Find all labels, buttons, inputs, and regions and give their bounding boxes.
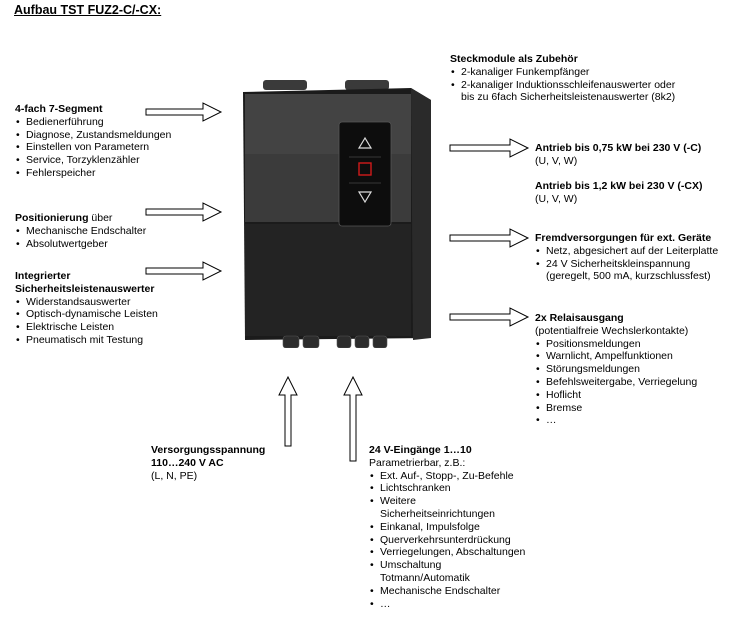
list-item-line: Umschaltung <box>380 559 442 572</box>
list-item: Absolutwertgeber <box>15 238 146 251</box>
list-item: Elektrische Leisten <box>15 321 158 334</box>
segment-display-block: 4-fach 7-Segment Bedienerführung Diagnos… <box>15 103 171 180</box>
up-arrow-icon <box>357 136 373 149</box>
sicherheitsleisten-heading-1: Integrierter <box>15 270 71 282</box>
steckmodule-continuation: bis zu 6fach Sicherheitsleistenauswerter… <box>461 91 676 104</box>
list-item: Hoflicht <box>535 389 697 402</box>
list-item: … <box>369 598 525 611</box>
versorgung-heading-2: 110…240 V AC <box>151 456 224 469</box>
versorgung-sub: (L, N, PE) <box>151 469 198 482</box>
eingaenge-heading: 24 V-Eingänge 1…10 <box>369 444 472 456</box>
positionierung-heading-rest: über <box>88 212 113 224</box>
list-item: Positionsmeldungen <box>535 338 697 351</box>
antrieb-c-heading: Antrieb bis 0,75 kW bei 230 V (-C) <box>535 142 702 154</box>
list-item: Verriegelungen, Abschaltungen <box>369 546 525 559</box>
versorgung-heading-1: Versorgungsspannung <box>151 444 266 456</box>
arrow-versorgung <box>278 375 298 447</box>
list-item: 2-kanaliger Funkempfänger <box>450 66 675 79</box>
list-item: Störungsmeldungen <box>535 363 697 376</box>
list-item: … <box>535 414 697 427</box>
list-item: Diagnose, Zustandsmeldungen <box>15 129 171 142</box>
list-item: 2-kanaliger Induktionsschleifenauswerter… <box>450 79 675 92</box>
sicherheitsleisten-block: Integrierter Sicherheitsleistenauswerter… <box>15 270 158 347</box>
antrieb-cx-sub: (U, V, W) <box>535 192 578 205</box>
fremdversorgung-continuation: (geregelt, 500 mA, kurzschlussfest) <box>546 270 711 283</box>
positionierung-heading-bold: Positionierung <box>15 212 89 224</box>
antrieb-cx-block: Antrieb bis 1,2 kW bei 230 V (-CX) (U, V… <box>535 180 702 206</box>
steckmodule-block: Steckmodule als Zubehör 2-kanaliger Funk… <box>450 53 675 104</box>
relais-block: 2x Relaisausgang (potentialfreie Wechsle… <box>535 312 697 427</box>
fremdversorgung-heading: Fremdversorgungen für ext. Geräte <box>535 232 712 244</box>
antrieb-c-block: Antrieb bis 0,75 kW bei 230 V (-C) (U, V… <box>535 142 701 168</box>
list-item-line: Totmann/Automatik <box>380 571 470 584</box>
segment-display-heading: 4-fach 7-Segment <box>15 103 103 115</box>
relais-sub: (potentialfreie Wechslerkontakte) <box>535 324 689 337</box>
arrow-fremdversorgung <box>449 228 530 248</box>
sicherheitsleisten-heading-2: Sicherheitsleistenauswerter <box>15 282 155 295</box>
list-item: Netz, abgesichert auf der Leiterplatte <box>535 245 718 258</box>
list-item: Mechanische Endschalter <box>15 225 146 238</box>
list-item: Einstellen von Parametern <box>15 141 171 154</box>
list-item: Lichtschranken <box>369 482 525 495</box>
down-arrow-icon <box>357 191 373 204</box>
antrieb-c-sub: (U, V, W) <box>535 154 578 167</box>
list-item: Pneumatisch mit Testung <box>15 334 158 347</box>
list-item-line: Weitere <box>380 495 416 508</box>
list-item: Fehlerspeicher <box>15 167 171 180</box>
eingaenge-block: 24 V-Eingänge 1…10 Parametrierbar, z.B.:… <box>369 444 525 610</box>
eingaenge-sub: Parametrierbar, z.B.: <box>369 456 466 469</box>
list-item: Warnlicht, Ampelfunktionen <box>535 350 697 363</box>
list-item-line: Sicherheitseinrichtungen <box>380 507 495 520</box>
list-item: Querverkehrsunterdrückung <box>369 534 525 547</box>
list-item: Bremse <box>535 402 697 415</box>
list-item: Bedienerführung <box>15 116 171 129</box>
fremdversorgung-block: Fremdversorgungen für ext. Geräte Netz, … <box>535 232 718 283</box>
list-item: Befehlsweitergabe, Verriegelung <box>535 376 697 389</box>
list-item: Mechanische Endschalter <box>369 585 525 598</box>
relais-heading: 2x Relaisausgang <box>535 312 624 324</box>
list-item: Optisch-dynamische Leisten <box>15 308 158 321</box>
arrow-positionierung <box>145 202 223 222</box>
list-item: Service, Torzyklenzähler <box>15 154 171 167</box>
antrieb-cx-heading: Antrieb bis 1,2 kW bei 230 V (-CX) <box>535 180 703 192</box>
list-item: Widerstandsauswerter <box>15 296 158 309</box>
positionierung-heading: Positionierung über <box>15 212 146 225</box>
arrow-eingaenge <box>343 375 363 462</box>
arrow-relaisausgang <box>449 307 530 327</box>
arrow-antrieb <box>449 138 530 158</box>
page-title: Aufbau TST FUZ2-C/-CX: <box>14 3 162 17</box>
versorgung-block: Versorgungsspannung 110…240 V AC (L, N, … <box>151 444 265 482</box>
arrow-sicherheitsleisten <box>145 261 223 281</box>
steckmodule-heading: Steckmodule als Zubehör <box>450 53 578 65</box>
list-item: Ext. Auf-, Stopp-, Zu-Befehle <box>369 470 525 483</box>
controller-housing <box>243 80 431 348</box>
positionierung-block: Positionierung über Mechanische Endschal… <box>15 212 146 250</box>
list-item: 24 V Sicherheitskleinspannung <box>535 258 718 271</box>
list-item: Einkanal, Impulsfolge <box>369 521 525 534</box>
stop-square-icon <box>358 162 372 176</box>
